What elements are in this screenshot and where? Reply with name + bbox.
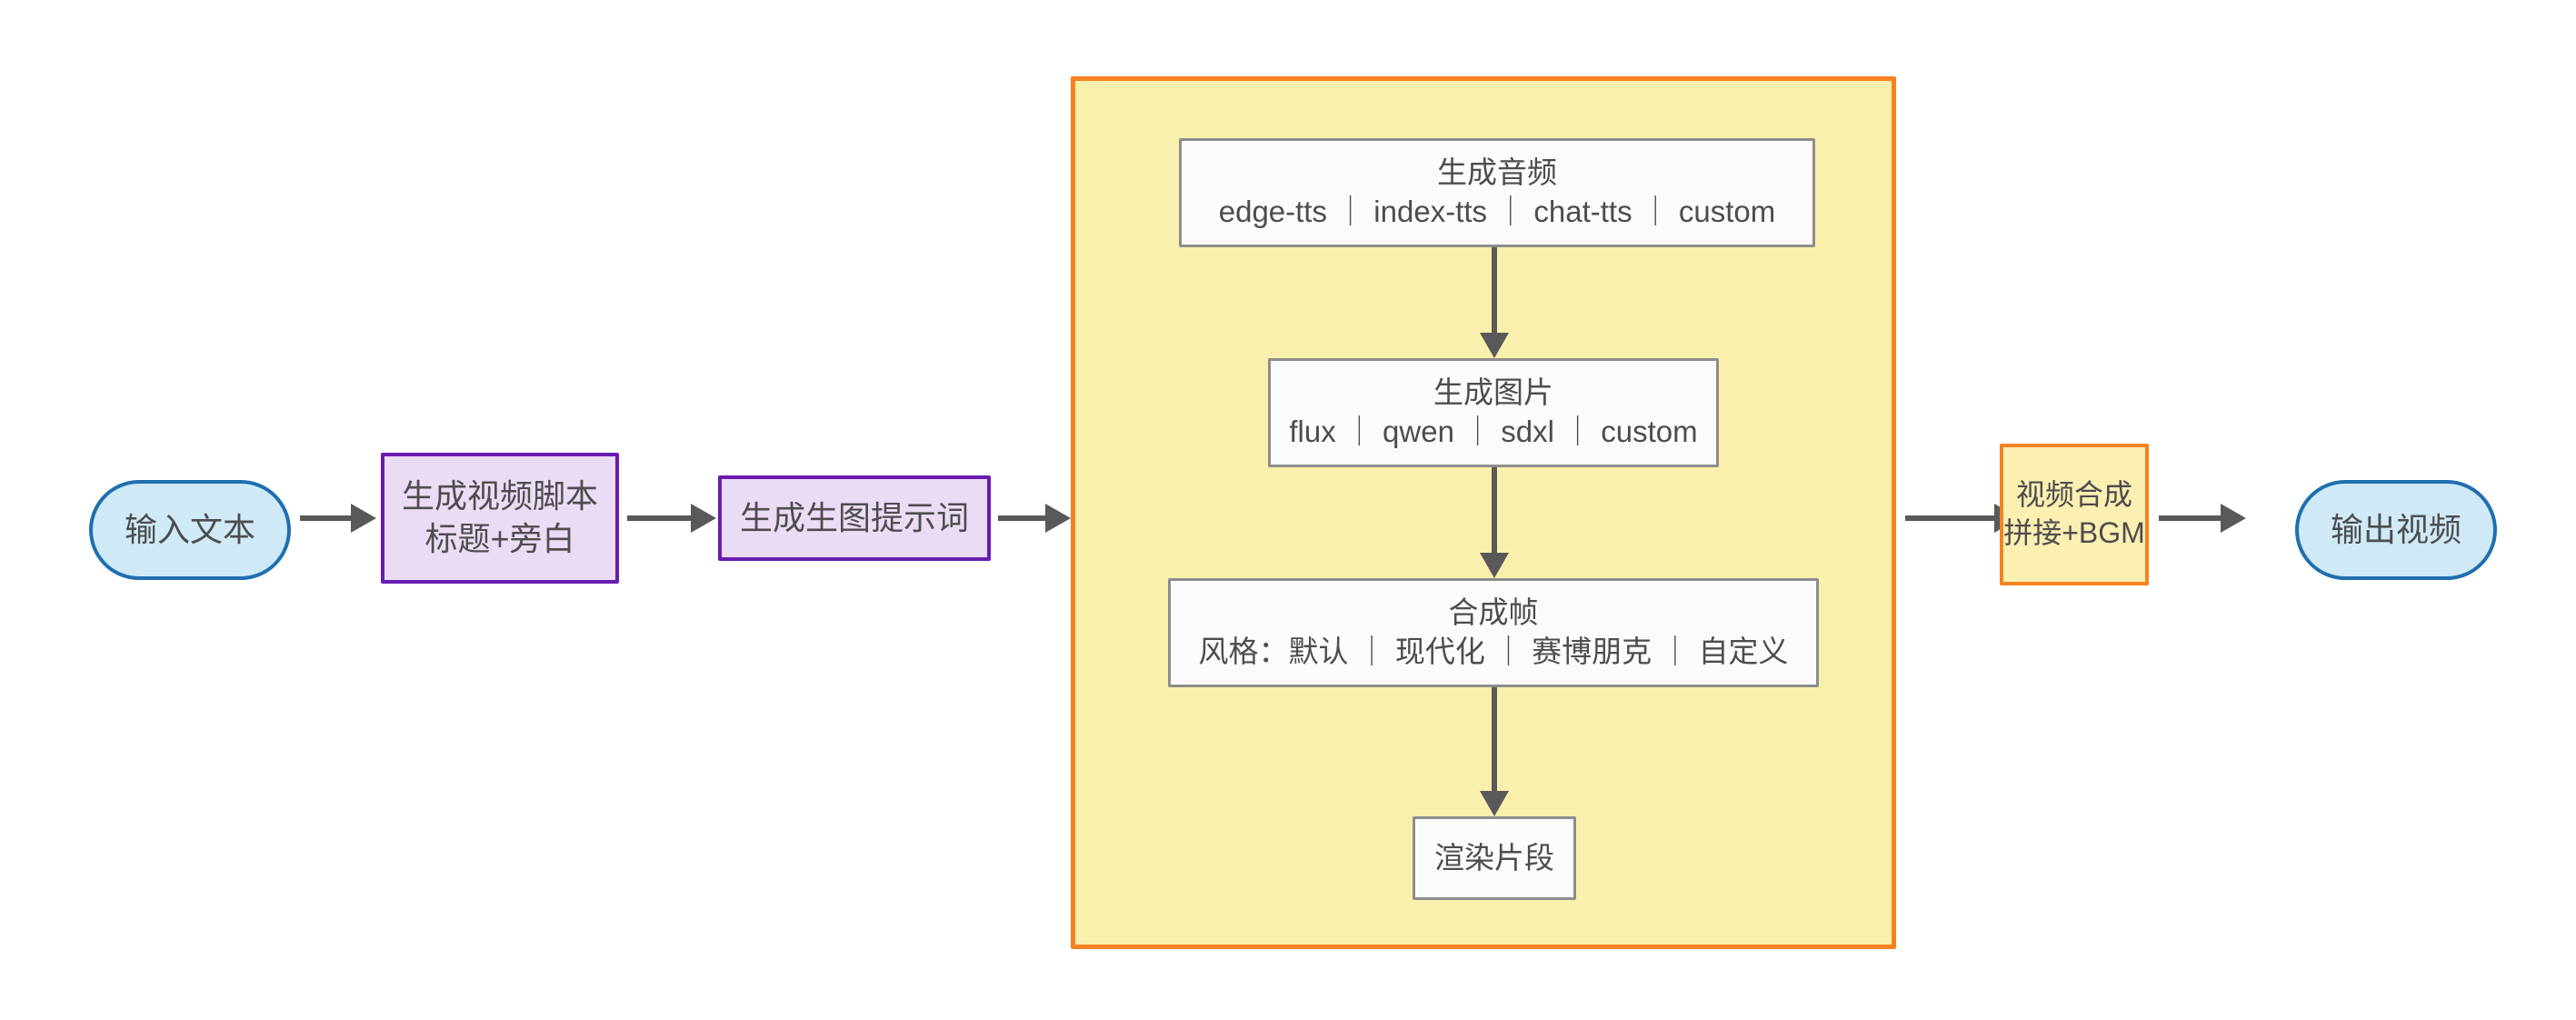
arrowhead-icon [1480, 791, 1509, 816]
node-video-compose-line2: 拼接+BGM [2003, 516, 2145, 549]
node-video-compose-line1: 视频合成 [2015, 478, 2132, 512]
edge-script-to-prompt [627, 504, 716, 533]
node-generate-image[interactable]: 生成图片 flux ｜ qwen ｜ sdxl ｜ custom [1268, 358, 1719, 467]
node-generate-script-line1: 生成视频脚本 [401, 477, 598, 515]
node-generate-prompt[interactable]: 生成生图提示词 [718, 475, 991, 561]
edge-audio-to-image [1480, 247, 1509, 358]
edge-prompt-to-pipeline [998, 504, 1071, 533]
arrowhead-icon [691, 504, 716, 533]
node-generate-script[interactable]: 生成视频脚本 标题+旁白 [381, 453, 619, 584]
arrowhead-icon [351, 504, 376, 533]
edge-image-to-frame [1480, 467, 1509, 578]
node-generate-script-line2: 标题+旁白 [424, 520, 575, 557]
arrowhead-icon [1045, 504, 1071, 533]
node-compose-frame[interactable]: 合成帧 风格：默认 ｜ 现代化 ｜ 赛博朋克 ｜ 自定义 [1168, 578, 1819, 687]
arrowhead-icon [2221, 504, 2246, 533]
edge-frame-to-render [1480, 687, 1509, 816]
node-render-clip[interactable]: 渲染片段 [1413, 816, 1576, 900]
edge-input-to-script [300, 504, 376, 533]
node-generate-image-line2: flux ｜ qwen ｜ sdxl ｜ custom [1289, 415, 1698, 448]
edge-compose-to-output [2159, 504, 2246, 533]
node-video-compose[interactable]: 视频合成 拼接+BGM [2000, 444, 2149, 585]
node-generate-prompt-label: 生成生图提示词 [739, 498, 969, 536]
node-input-text-label: 输入文本 [124, 510, 255, 548]
node-compose-frame-line1: 合成帧 [1448, 595, 1539, 630]
node-generate-audio[interactable]: 生成音频 edge-tts ｜ index-tts ｜ chat-tts ｜ c… [1179, 138, 1815, 247]
node-generate-audio-line1: 生成音频 [1437, 155, 1557, 190]
edge-pipeline-to-compose [1905, 504, 2020, 533]
node-output-video-label: 输出视频 [2330, 510, 2461, 548]
arrowhead-icon [1480, 333, 1509, 358]
arrowhead-icon [1480, 553, 1509, 578]
node-compose-frame-line2: 风格：默认 ｜ 现代化 ｜ 赛博朋克 ｜ 自定义 [1198, 635, 1789, 668]
node-output-video[interactable]: 输出视频 [2295, 480, 2497, 580]
node-input-text[interactable]: 输入文本 [89, 480, 291, 580]
node-generate-image-line1: 生成图片 [1433, 375, 1553, 410]
node-render-clip-label: 渲染片段 [1434, 840, 1554, 875]
node-generate-audio-line2: edge-tts ｜ index-tts ｜ chat-tts ｜ custom [1218, 195, 1776, 228]
